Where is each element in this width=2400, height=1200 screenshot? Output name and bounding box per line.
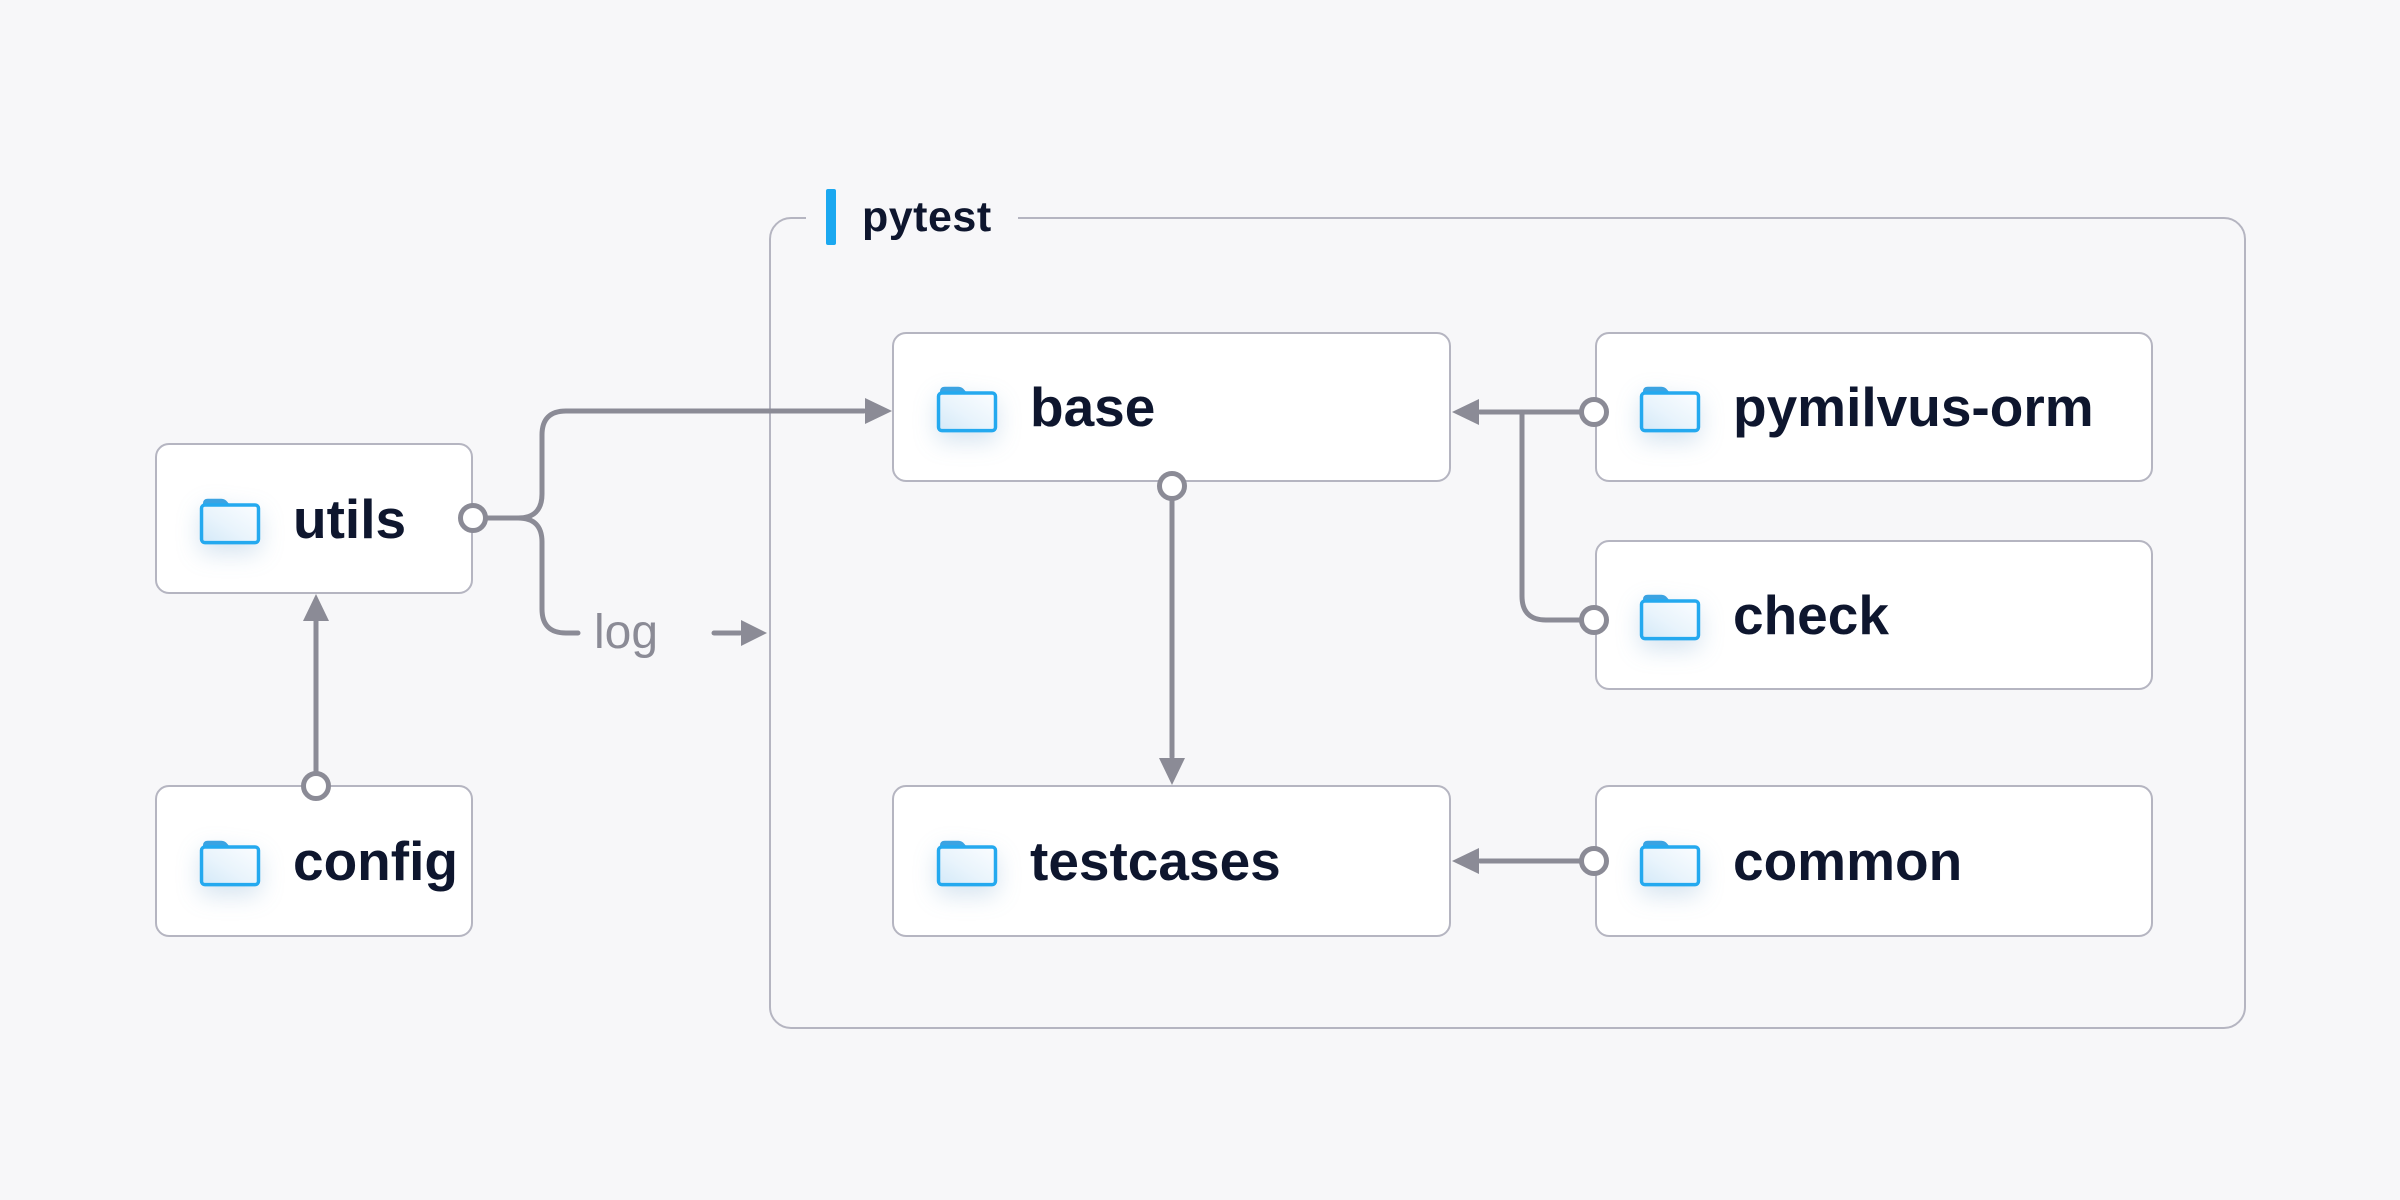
folder-icon — [197, 833, 263, 889]
node-label: check — [1733, 584, 1889, 646]
node-common: common — [1595, 785, 2153, 937]
node-pymilvus-orm: pymilvus-orm — [1595, 332, 2153, 482]
folder-icon — [1637, 379, 1703, 435]
pytest-group-container — [769, 217, 2246, 1029]
node-label: common — [1733, 830, 1963, 892]
node-label: utils — [293, 487, 407, 550]
node-label: pymilvus-orm — [1733, 376, 2094, 438]
accent-bar-icon — [826, 189, 836, 245]
folder-icon — [1637, 587, 1703, 643]
folder-icon — [934, 379, 1000, 435]
folder-icon — [197, 491, 263, 547]
edge-config-to-utils — [301, 594, 331, 801]
folder-icon — [934, 833, 1000, 889]
node-label: base — [1030, 376, 1156, 438]
node-testcases: testcases — [892, 785, 1451, 937]
node-label: testcases — [1030, 830, 1281, 892]
node-utils: utils — [155, 443, 473, 594]
folder-icon — [1637, 833, 1703, 889]
node-config: config — [155, 785, 473, 937]
node-label: config — [293, 830, 458, 892]
pytest-group-label: pytest — [806, 188, 1018, 246]
node-base: base — [892, 332, 1451, 482]
pytest-group-title: pytest — [862, 192, 992, 241]
node-check: check — [1595, 540, 2153, 690]
edge-label-log: log — [594, 606, 659, 659]
